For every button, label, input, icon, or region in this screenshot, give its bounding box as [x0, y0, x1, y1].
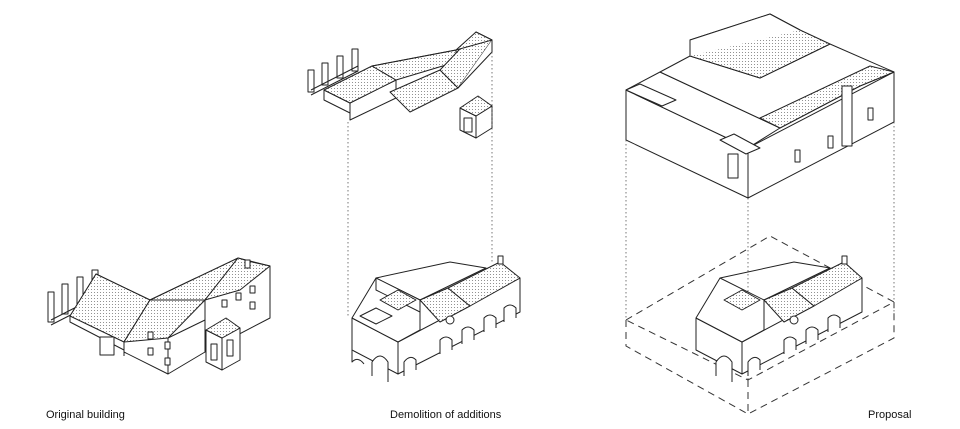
demolished-roofs — [323, 31, 493, 121]
proposal-existing-building — [695, 255, 863, 382]
proposal-extension — [625, 13, 895, 199]
original-annex — [69, 273, 151, 356]
demolished-pergola — [307, 48, 359, 96]
original-main-house — [123, 257, 271, 375]
caption-proposal: Proposal — [868, 409, 912, 421]
caption-original-building: Original building — [46, 409, 125, 421]
proposal-dashed-volume — [624, 235, 896, 415]
remaining-building — [351, 255, 521, 382]
original-building-drawing — [47, 257, 271, 375]
caption-demolition-of-additions: Demolition of additions — [390, 409, 502, 421]
demolition-drawing — [307, 31, 521, 382]
original-porch — [205, 317, 241, 371]
demolition-guides — [347, 52, 493, 318]
demolished-porch — [459, 95, 493, 139]
proposal-drawing — [624, 13, 896, 415]
